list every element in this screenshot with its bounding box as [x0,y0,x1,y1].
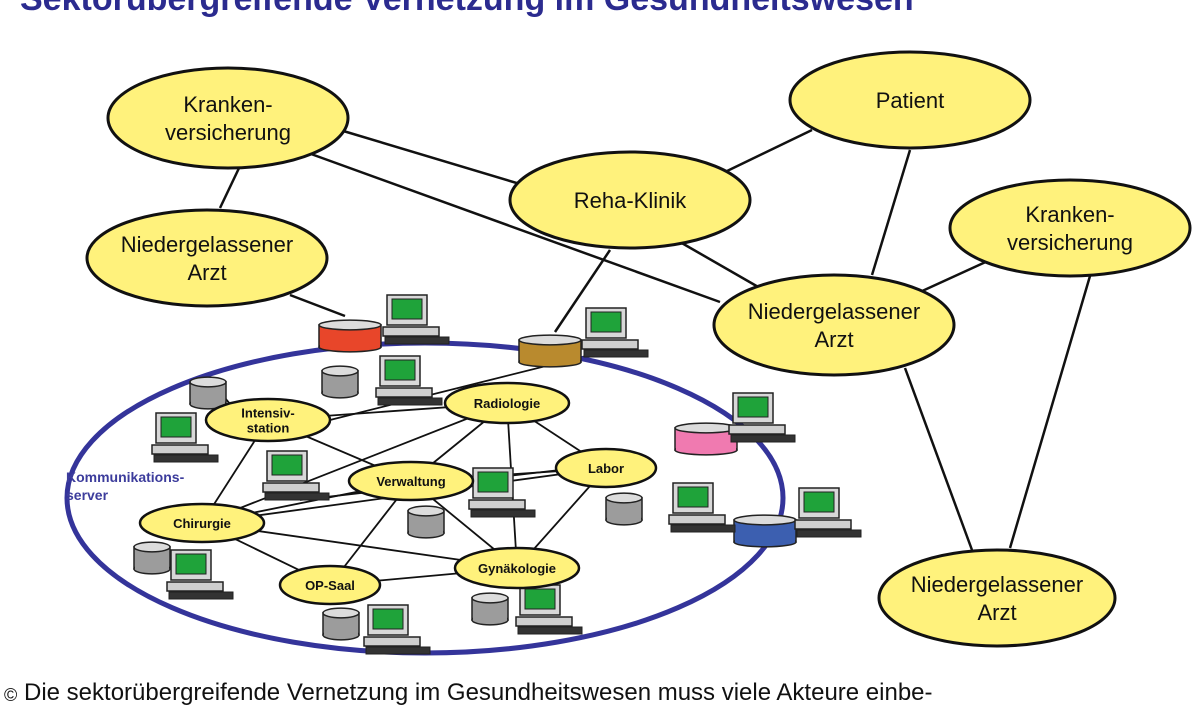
outer-connection-line [724,128,813,174]
outer-connection-line [679,240,761,290]
database-icon [605,492,643,526]
node-label: Arzt [977,600,1016,625]
computer-terminal-icon [515,584,583,635]
node-label: Kranken- [183,92,272,117]
node-label: Gynäkologie [478,561,556,576]
caption: © Die sektorübergreifende Vernetzung im … [0,678,1200,720]
node-label: Verwaltung [376,474,445,489]
outer-connection-line [299,148,721,304]
node-label: versicherung [1007,230,1133,255]
node-patient: Patient [788,50,1032,150]
node-label: Arzt [814,327,853,352]
database-icon [518,334,582,368]
node-label: Reha-Klinik [574,188,687,213]
node-opsaal: OP-Saal [278,564,382,606]
node-label: versicherung [165,120,291,145]
node-label: Niedergelassener [911,572,1083,597]
node-label: Niedergelassener [121,232,293,257]
inner-connection-line [201,402,508,524]
node-label: Labor [588,461,624,476]
database-icon [318,319,382,353]
node-kv2: Kranken-versicherung [948,178,1192,278]
outer-connection-line [870,149,912,276]
copyright-icon: © [4,685,18,705]
database-icon [133,541,171,575]
node-gynaekologie: Gynäkologie [453,546,581,590]
node-label: station [247,421,290,436]
node-radiologie: Radiologie [443,381,571,425]
computer-terminal-icon [382,294,450,345]
computer-terminal-icon [794,487,862,538]
computer-terminal-icon [151,412,219,463]
node-chirurgie: Chirurgie [138,502,266,544]
computer-terminal-icon [166,549,234,600]
equipment-icons [133,294,862,655]
database-icon [471,592,509,626]
outer-connection-line [218,165,242,209]
outer-connection-line [553,249,612,333]
node-intensiv: Intensiv-station [204,397,332,443]
computer-terminal-icon [262,450,330,501]
database-icon [189,376,227,410]
node-reha: Reha-Klinik [508,150,752,250]
outer-connection-line [919,258,991,294]
node-label: Radiologie [474,396,540,411]
node-label: Kranken- [1025,202,1114,227]
database-icon [322,607,360,641]
page-title: Sektorübergreifende Vernetzung im Gesund… [20,0,914,19]
outer-connection-line [339,128,521,186]
node-kv1: Kranken-versicherung [106,66,350,170]
server-label: Kommunikations- server [66,469,188,503]
node-label: Intensiv- [241,406,294,421]
database-icon [674,422,738,456]
computer-terminal-icon [375,355,443,406]
node-labor: Labor [554,447,658,489]
computer-terminal-icon [728,392,796,443]
outer-connection-line [289,293,346,318]
database-icon [321,365,359,399]
node-label: Patient [876,88,945,113]
node-label: Chirurgie [173,516,231,531]
computer-terminal-icon [581,307,649,358]
database-icon [407,505,445,539]
nodes: Kranken-versicherung PatientReha-KlinikNi… [85,50,1192,648]
node-label: Niedergelassener [748,299,920,324]
node-verwaltung: Verwaltung [347,460,475,502]
outer-connection-line [1008,275,1092,549]
outer-connection-line [903,367,974,551]
node-label: OP-Saal [305,578,355,593]
node-label: Arzt [187,260,226,285]
computer-terminal-icon [468,467,536,518]
network-diagram: Kranken-versicherung PatientReha-KlinikNi… [64,50,1192,656]
computer-terminal-icon [668,482,736,533]
computer-terminal-icon [363,604,431,655]
database-icon [733,514,797,548]
caption-text: Die sektorübergreifende Vernetzung im Ge… [24,679,933,706]
